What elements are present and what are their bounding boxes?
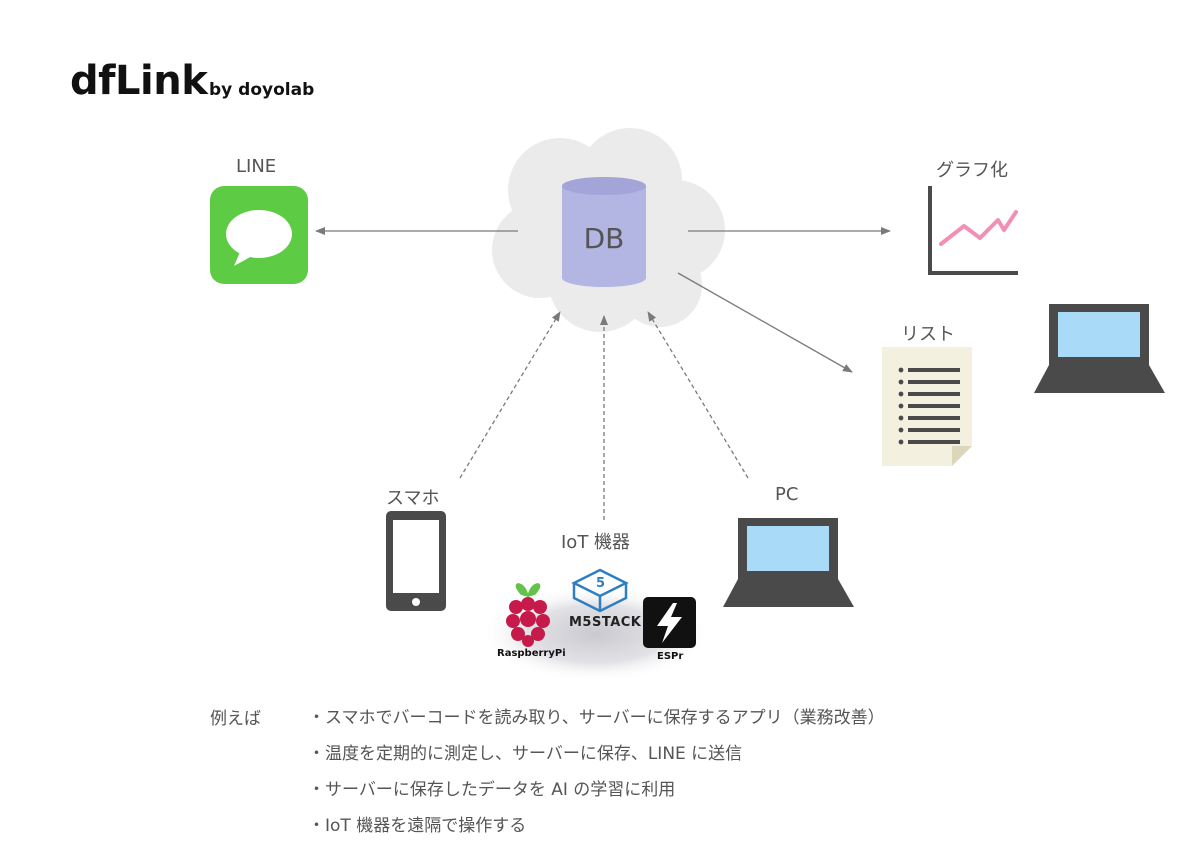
m5stack-caption: M5STACK: [569, 615, 642, 630]
diagram-canvas: [210, 128, 1165, 682]
line-app-icon: [210, 186, 308, 284]
smartphone-label: スマホ: [386, 488, 440, 509]
pc-laptop-icon: [723, 518, 854, 607]
m5stack-logo-icon: [571, 568, 629, 613]
raspberry-pi-logo-icon: [506, 583, 550, 647]
pc-label: PC: [775, 484, 799, 505]
smartphone-icon: [386, 511, 446, 611]
arrow-smartphone-to-db: [459, 311, 561, 479]
list-item: ・スマホでバーコードを読み取り、サーバーに保存するアプリ（業務改善）: [308, 708, 885, 728]
list-label: リスト: [901, 324, 955, 345]
espr-logo-icon: [643, 597, 696, 648]
byline: by doyolab: [209, 80, 315, 100]
m5-badge-text: 5: [596, 576, 606, 591]
list-item: ・サーバーに保存したデータを AI の学習に利用: [308, 780, 676, 800]
examples-list: ・スマホでバーコードを読み取り、サーバーに保存するアプリ（業務改善） ・温度を定…: [308, 704, 885, 848]
arrow-pc-to-db: [647, 311, 749, 479]
list-document-icon: [882, 347, 972, 466]
laptop-icon: [1034, 304, 1165, 393]
line-label: LINE: [236, 156, 277, 177]
examples-label: 例えば: [210, 709, 261, 729]
raspberry-pi-caption: RaspberryPi: [497, 648, 566, 659]
db-label: DB: [583, 222, 625, 255]
graph-label: グラフ化: [936, 160, 1008, 181]
app-title: dfLink: [70, 58, 208, 104]
espr-caption: ESPr: [657, 651, 684, 662]
arrow-db-to-list: [677, 272, 853, 373]
database-icon: [562, 177, 646, 287]
list-item: ・温度を定期的に測定し、サーバーに保存、LINE に送信: [308, 744, 743, 764]
line-chart-icon: [928, 186, 1018, 275]
list-item: ・IoT 機器を遠隔で操作する: [308, 816, 527, 836]
iot-label: IoT 機器: [561, 532, 631, 553]
